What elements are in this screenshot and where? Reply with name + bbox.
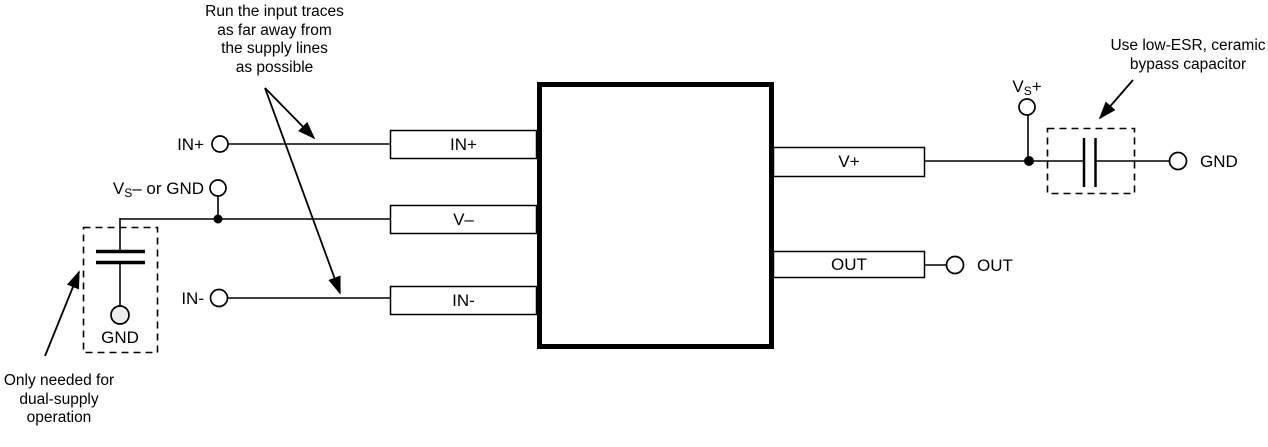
dashed-box-left-cap bbox=[82, 226, 159, 354]
pin-label-in-minus: IN- bbox=[452, 290, 475, 310]
pin-pad-in-minus bbox=[389, 285, 538, 316]
arrow-to-bypass-cap bbox=[1098, 79, 1134, 120]
wires bbox=[119, 115, 1170, 306]
annotation-line: as far away from bbox=[217, 21, 332, 39]
annotation-line: dual-supply bbox=[19, 390, 99, 408]
vs-plus-base: V bbox=[1012, 77, 1024, 96]
left-capacitor bbox=[96, 249, 145, 265]
terminal-label-out: OUT bbox=[977, 256, 1013, 275]
terminal-label-gnd-left: GND bbox=[101, 328, 139, 347]
terminal-gnd-left bbox=[110, 305, 130, 325]
terminal-label-in-minus: IN- bbox=[181, 289, 204, 308]
terminal-label-gnd-right: GND bbox=[1200, 152, 1238, 171]
pin-pad-v-plus bbox=[772, 146, 926, 178]
arrow-to-in-minus-trace bbox=[264, 87, 341, 295]
arrow-to-dual-supply-cap bbox=[44, 270, 80, 357]
annotation-input-traces: Run the input traces as far away from th… bbox=[194, 3, 355, 77]
terminal-out bbox=[945, 255, 965, 275]
annotation-line: Use low-ESR, ceramic bbox=[1110, 37, 1266, 54]
terminal-label-in-plus: IN+ bbox=[177, 135, 204, 154]
arrow-to-in-plus-trace bbox=[264, 87, 316, 140]
pin-pad-out bbox=[772, 250, 926, 279]
pin-pad-v-minus bbox=[389, 204, 538, 235]
dashed-boxes bbox=[82, 127, 1136, 354]
pin-pads bbox=[389, 129, 926, 316]
vs-plus-rest: + bbox=[1031, 77, 1042, 96]
annotation-line: bypass capacitor bbox=[1129, 55, 1247, 73]
pin-label-in-plus: IN+ bbox=[450, 134, 477, 154]
right-capacitor bbox=[1082, 138, 1097, 187]
annotation-arrows bbox=[44, 79, 1134, 357]
terminal-pads bbox=[110, 98, 1188, 325]
terminal-gnd-right bbox=[1168, 151, 1188, 171]
vs-minus-rest: – or GND bbox=[132, 179, 204, 198]
terminal-vs-plus bbox=[1018, 98, 1036, 116]
junction-dot-right bbox=[1024, 156, 1034, 166]
terminal-in-minus bbox=[209, 288, 229, 308]
junction-dot-left bbox=[213, 214, 223, 224]
pin-label-v-plus: V+ bbox=[838, 152, 860, 171]
pin-label-out: OUT bbox=[831, 254, 867, 274]
vs-minus-subscript: S bbox=[124, 186, 133, 200]
pin-pad-in-plus bbox=[389, 129, 538, 160]
terminal-label-vs-plus: VS+ bbox=[997, 77, 1057, 98]
vs-minus-base: V bbox=[112, 179, 125, 198]
terminal-label-vs-minus: VS– or GND bbox=[88, 179, 204, 200]
vs-plus-subscript: S bbox=[1023, 84, 1032, 98]
annotation-line: as possible bbox=[235, 58, 314, 76]
terminal-vs-minus bbox=[209, 179, 227, 197]
dashed-box-right-cap bbox=[1046, 127, 1136, 195]
terminal-in-plus bbox=[211, 135, 229, 153]
pin-label-v-minus: V– bbox=[453, 209, 474, 229]
annotation-line: Run the input traces bbox=[205, 3, 344, 20]
annotation-dual-supply: Only needed for dual-supply operation bbox=[0, 372, 118, 428]
annotation-bypass-cap: Use low-ESR, ceramic bypass capacitor bbox=[1108, 37, 1268, 74]
annotation-line: the supply lines bbox=[221, 40, 328, 57]
annotation-line: operation bbox=[26, 409, 92, 426]
annotation-line: Only needed for bbox=[3, 372, 115, 389]
ic-body bbox=[537, 82, 774, 349]
